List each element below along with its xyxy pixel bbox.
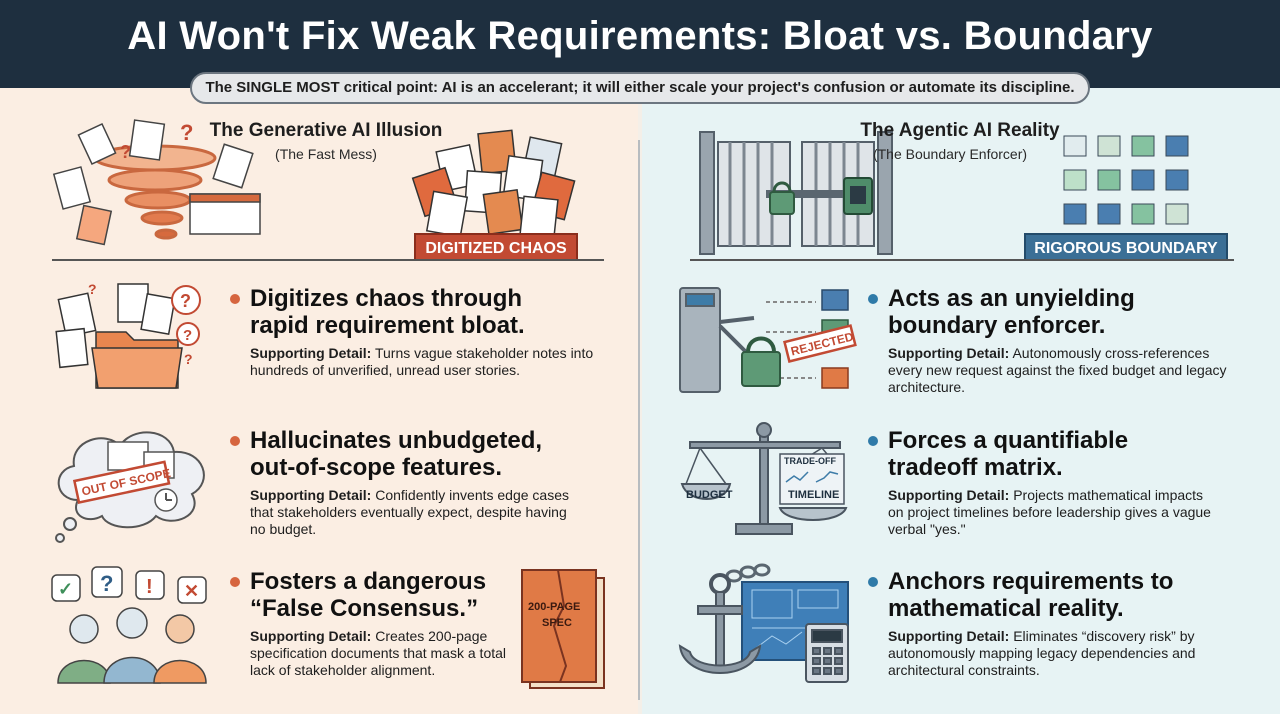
left-point-1-title: Digitizes chaos through rapid requiremen… (250, 285, 525, 339)
left-point-3-detail: Supporting Detail: Creates 200-page spec… (250, 628, 515, 679)
svg-text:?: ? (180, 120, 193, 145)
bullet (868, 577, 878, 587)
right-point-2-detail: Supporting Detail: Projects mathematical… (888, 487, 1218, 538)
page-title: AI Won't Fix Weak Requirements: Bloat vs… (127, 14, 1153, 58)
svg-text:!: ! (146, 576, 153, 598)
right-hero-title: The Agentic AI Reality (860, 120, 1060, 141)
right-point-2-title: Forces a quantifiable tradeoff matrix. (888, 427, 1129, 481)
svg-text:?: ? (120, 142, 131, 162)
left-point-2-detail: Supporting Detail: Confidently invents e… (250, 487, 580, 538)
right-point-3-detail: Supporting Detail: Eliminates “discovery… (888, 628, 1238, 679)
detail-label: Supporting Detail: (250, 628, 372, 644)
svg-text:✕: ✕ (184, 581, 199, 601)
right-point-3-title: Anchors requirements to mathematical rea… (888, 568, 1174, 622)
left-point-1-detail: Supporting Detail: Turns vague stakehold… (250, 345, 595, 379)
detail-label: Supporting Detail: (250, 487, 372, 503)
turnstile-lock-icon: REJECTED (679, 287, 857, 393)
digitized-chaos-badge: DIGITIZED CHAOS (414, 233, 578, 261)
security-gate-icon (699, 131, 893, 255)
detail-label: Supporting Detail: (888, 628, 1010, 644)
detail-text: Autonomously cross-references every new … (888, 345, 1227, 395)
timeline-label: TIMELINE (788, 489, 839, 501)
detail-text: Creates 200-page specification documents… (250, 628, 507, 678)
svg-text:?: ? (180, 291, 191, 311)
left-hero-baseline (52, 259, 604, 261)
anchor-blueprint-icon (678, 563, 849, 683)
spec-book-icon: 200-PAGE SPEC (521, 569, 605, 689)
budget-label: BUDGET (686, 489, 733, 501)
svg-text:?: ? (184, 351, 193, 367)
document-pile-icon (411, 129, 576, 239)
left-hero-title: The Generative AI Illusion (209, 120, 443, 141)
right-point-1-detail: Supporting Detail: Autonomously cross-re… (888, 345, 1243, 396)
folder-documents-icon: ? ? ? ? (55, 281, 201, 389)
bullet (868, 294, 878, 304)
left-point-2-title: Hallucinates unbudgeted, out-of-scope fe… (250, 427, 543, 481)
svg-text:✓: ✓ (58, 579, 73, 599)
tradeoff-label: TRADE-OFF (784, 456, 836, 466)
right-hero-subtitle: (The Boundary Enforcer) (872, 146, 1028, 162)
detail-label: Supporting Detail: (250, 345, 372, 361)
svg-text:SPEC: SPEC (542, 617, 572, 629)
svg-text:?: ? (88, 281, 97, 297)
bullet (230, 294, 240, 304)
center-divider (638, 140, 640, 700)
stakeholders-icon: ✓ ? ! ✕ (51, 566, 207, 684)
tornado-documents-icon: ? ? (52, 119, 261, 246)
right-hero-baseline (690, 259, 1234, 261)
bullet (230, 577, 240, 587)
svg-text:?: ? (183, 327, 192, 344)
left-point-3-title: Fosters a dangerous “False Consensus.” (250, 568, 487, 622)
balance-scale-icon: BUDGET TRADE-OFF TIMELINE (680, 422, 848, 535)
detail-text: Confidently invents edge cases that stak… (250, 487, 570, 537)
bullet (868, 436, 878, 446)
svg-text:200-PAGE: 200-PAGE (528, 601, 580, 613)
bullet (230, 436, 240, 446)
detail-label: Supporting Detail: (888, 345, 1010, 361)
thought-cloud-icon: OUT OF SCOPE (55, 431, 205, 543)
left-hero-subtitle: (The Fast Mess) (275, 146, 377, 162)
subtitle-banner: The SINGLE MOST critical point: AI is an… (190, 72, 1090, 104)
svg-text:?: ? (100, 571, 113, 596)
right-point-1-title: Acts as an unyielding boundary enforcer. (888, 285, 1135, 339)
boundary-grid-icon (1063, 135, 1189, 225)
rigorous-boundary-badge: RIGOROUS BOUNDARY (1024, 233, 1228, 261)
detail-label: Supporting Detail: (888, 487, 1010, 503)
detail-text: Turns vague stakeholder notes into hundr… (250, 345, 594, 378)
detail-text: Projects mathematical impacts on project… (888, 487, 1211, 537)
detail-text: Eliminates “discovery risk” by autonomou… (888, 628, 1196, 678)
